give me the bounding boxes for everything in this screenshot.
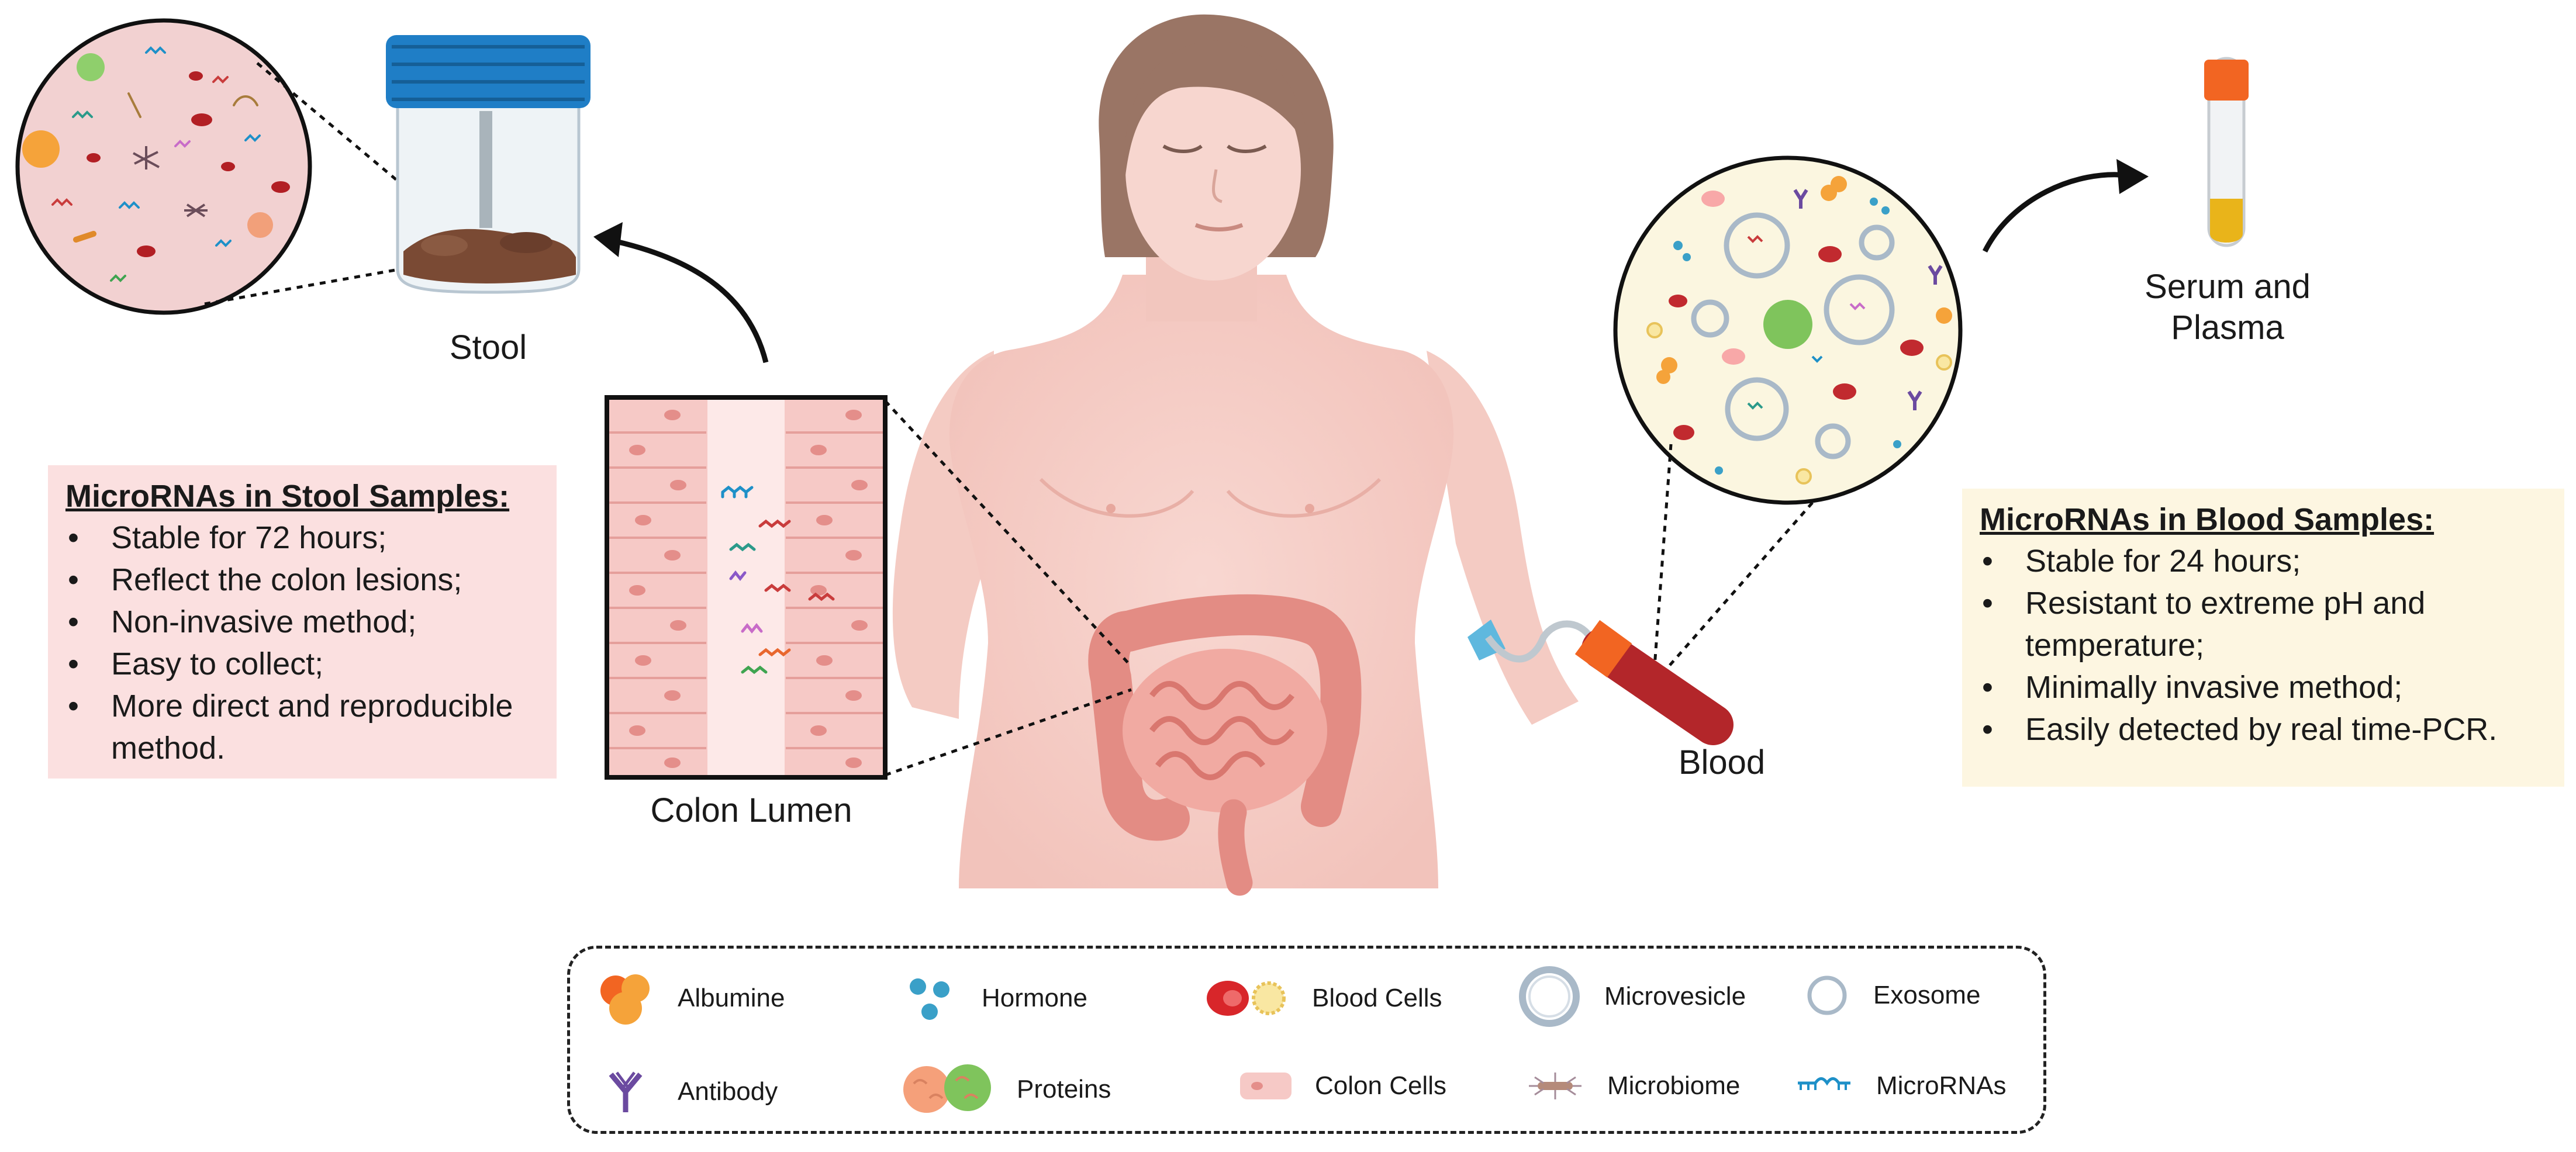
exosome-icon bbox=[1807, 975, 1847, 1015]
list-item: Stable for 72 hours; bbox=[65, 517, 539, 559]
legend-item-antibody: Antibody bbox=[593, 1065, 778, 1118]
legend-item-microvesicle: Microvesicle bbox=[1514, 961, 1746, 1032]
legend-item-hormone: Hormone bbox=[897, 966, 1087, 1030]
blood-info-title: MicroRNAs in Blood Samples: bbox=[1980, 502, 2435, 537]
arrow-to-serum bbox=[1982, 172, 2129, 253]
legend-label: Colon Cells bbox=[1315, 1071, 1446, 1100]
stool-info-box: MicroRNAs in Stool Samples: Stable for 7… bbox=[48, 465, 557, 779]
legend-item-blood-cells: Blood Cells bbox=[1204, 966, 1442, 1030]
micrornas-icon bbox=[1798, 1077, 1850, 1090]
colon-lumen-label: Colon Lumen bbox=[650, 791, 852, 829]
legend: Albumine Hormone Blood Cells Microvesicl… bbox=[567, 946, 2046, 1134]
stool-info-list: Stable for 72 hours; Reflect the colon l… bbox=[65, 517, 539, 769]
list-item: Easily detected by real time-PCR. bbox=[1980, 708, 2547, 750]
legend-label: MicroRNAs bbox=[1876, 1071, 2007, 1100]
list-item: Non-invasive method; bbox=[65, 601, 539, 643]
legend-item-microbiome: Microbiome bbox=[1523, 1065, 1740, 1106]
stool-label: Stool bbox=[449, 328, 527, 366]
serum-plasma-line-1: Serum and bbox=[2145, 268, 2311, 306]
legend-label: Microbiome bbox=[1607, 1071, 1741, 1100]
list-item: Resistant to extreme pH and temperature; bbox=[1980, 582, 2547, 666]
legend-label: Albumine bbox=[678, 984, 785, 1012]
blood-info-list: Stable for 24 hours; Resistant to extrem… bbox=[1980, 540, 2547, 750]
legend-label: Exosome bbox=[1873, 981, 1981, 1009]
colon-cells-icon bbox=[1240, 1073, 1292, 1099]
legend-item-exosome: Exosome bbox=[1801, 966, 1980, 1025]
blood-draw bbox=[1467, 620, 1734, 745]
proteins-icon bbox=[903, 1064, 991, 1113]
legend-item-albumine: Albumine bbox=[593, 966, 785, 1030]
serum-tube bbox=[2204, 57, 2249, 247]
legend-item-micrornas: MicroRNAs bbox=[1792, 1065, 2006, 1106]
legend-item-colon-cells: Colon Cells bbox=[1237, 1065, 1446, 1106]
legend-label: Proteins bbox=[1017, 1075, 1111, 1103]
legend-label: Antibody bbox=[678, 1077, 778, 1106]
legend-label: Microvesicle bbox=[1604, 982, 1746, 1011]
serum-plasma-line-2: Plasma bbox=[2171, 308, 2284, 347]
arrow-to-stool bbox=[607, 237, 769, 364]
legend-label: Hormone bbox=[982, 984, 1087, 1012]
list-item: Easy to collect; bbox=[65, 643, 539, 685]
colon-lumen-panel bbox=[605, 395, 1132, 780]
list-item: Reflect the colon lesions; bbox=[65, 559, 539, 601]
legend-item-proteins: Proteins bbox=[897, 1057, 1111, 1122]
stool-info-title: MicroRNAs in Stool Samples: bbox=[65, 479, 510, 514]
list-item: Minimally invasive method; bbox=[1980, 666, 2547, 708]
blood-info-box: MicroRNAs in Blood Samples: Stable for 2… bbox=[1962, 489, 2564, 787]
list-item: Stable for 24 hours; bbox=[1980, 540, 2547, 582]
blood-magnifier bbox=[1613, 155, 1963, 670]
serum-plasma-label: Serum and Plasma bbox=[2105, 267, 2350, 348]
blood-cells-icon bbox=[1207, 981, 1286, 1016]
hormone-icon bbox=[910, 978, 949, 1020]
antibody-icon bbox=[609, 1071, 643, 1112]
intestine bbox=[1088, 594, 1362, 896]
albumine-icon bbox=[600, 974, 650, 1025]
blood-label: Blood bbox=[1678, 743, 1766, 781]
legend-label: Blood Cells bbox=[1312, 984, 1442, 1012]
microbiome-icon bbox=[1529, 1073, 1581, 1099]
microvesicle-icon bbox=[1519, 966, 1580, 1027]
stool-jar bbox=[386, 35, 591, 294]
stool-magnifier bbox=[15, 18, 469, 315]
list-item: More direct and reproducible method. bbox=[65, 685, 539, 769]
